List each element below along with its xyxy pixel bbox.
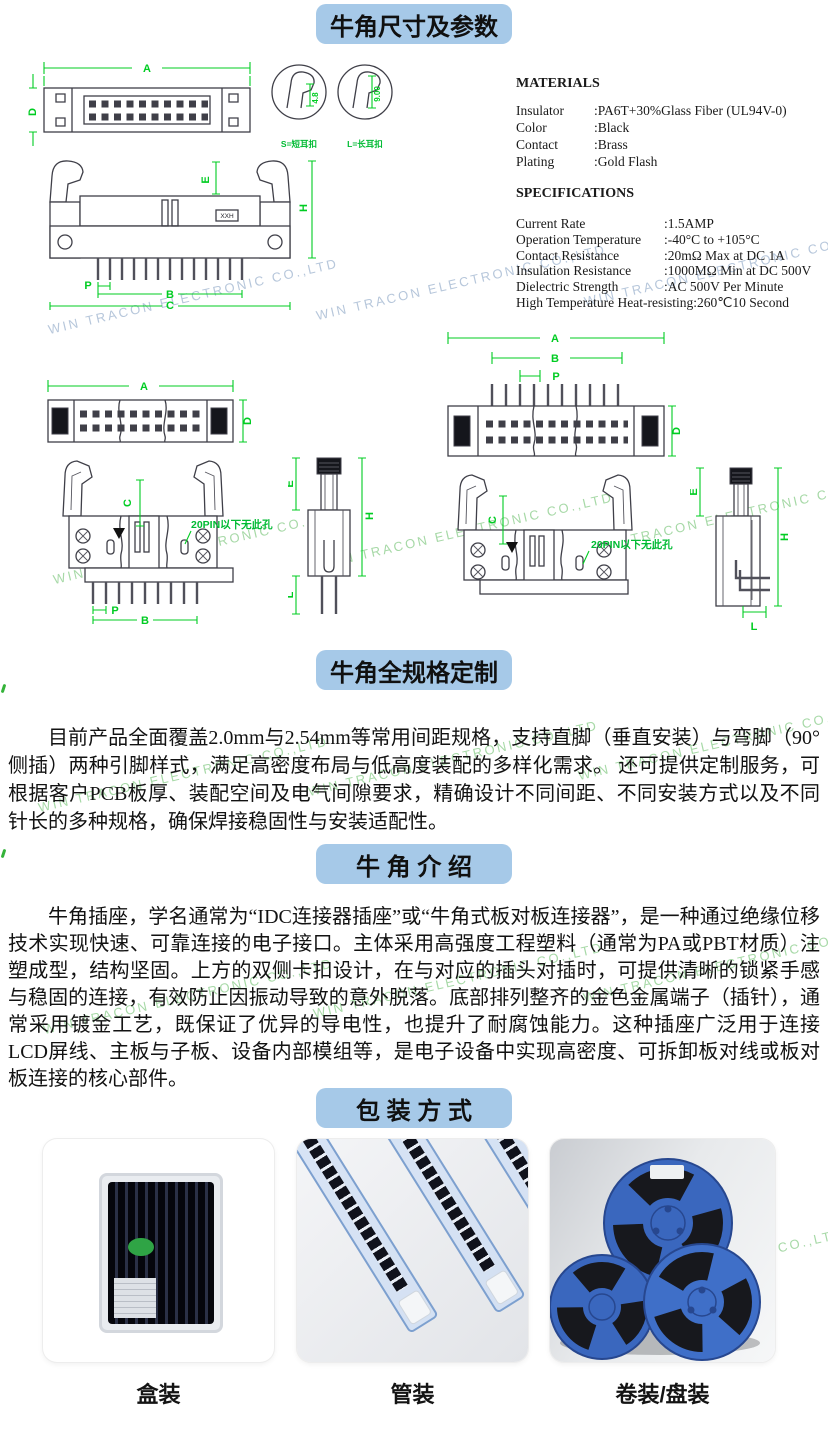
materials-row: Plating:Gold Flash <box>516 154 658 169</box>
packaging-photo-box <box>43 1139 274 1362</box>
dim-label-p: P <box>84 280 91 292</box>
materials-row: Insulator:PA6T+30%Glass Fiber (UL94V-0) <box>516 103 787 118</box>
dim-label-d: D <box>242 417 254 425</box>
drawing-straight-front-view: XXH E H P B C <box>49 160 316 310</box>
banner-label: 牛角全规格定制 <box>330 659 498 687</box>
packaging-photo-tube <box>297 1139 528 1362</box>
dim-label-b: B <box>166 289 174 301</box>
spec-row: Current Rate:1.5AMP <box>516 216 714 231</box>
drawing-right-angle-front-view: C 20PIN以下无此孔 <box>457 474 673 595</box>
dim-label-e: E <box>200 176 212 183</box>
banner-label: 包 装 方 式 <box>355 1097 472 1125</box>
latch-short-caption: S=短耳扣 <box>281 139 317 149</box>
box-packaging-illustration <box>99 1173 223 1333</box>
reel-front-left <box>550 1254 655 1360</box>
dim-label-h: H <box>364 512 376 520</box>
tube-cap <box>484 1269 520 1306</box>
materials-row: Color:Black <box>516 120 630 135</box>
tube-cap <box>397 1289 433 1326</box>
dim-label-d: D <box>671 427 682 435</box>
spec-row: Insulation Resistance:1000MΩ Min at DC 5… <box>516 263 812 279</box>
spec-row: High Temperature Heat-resisting:260℃10 S… <box>516 294 790 310</box>
dim-label-b: B <box>141 615 149 626</box>
materials-row: Contact:Brass <box>516 137 628 152</box>
dim-label-b: B <box>551 353 559 365</box>
drawing-straight-side-view: E H L <box>288 457 376 615</box>
stray-mark <box>0 848 7 859</box>
spec-row: Operation Temperature:-40°C to +105°C <box>516 231 760 247</box>
dim-label-e: E <box>690 488 700 495</box>
dim-label-a: A <box>140 381 148 393</box>
dim-long-latch: 9.00 <box>373 86 382 102</box>
green-sticker <box>128 1238 154 1256</box>
spec-row: Contact Resistance:20mΩ Max at DC 1A <box>516 247 786 263</box>
dim-label-p: P <box>552 371 559 383</box>
dim-label-h: H <box>779 533 791 541</box>
no-hole-note: 20PIN以下无此孔 <box>591 538 673 551</box>
drawing-straight-top-view: A D <box>28 62 251 146</box>
section-banner-custom: 牛角全规格定制 <box>316 650 512 690</box>
custom-paragraph: 目前产品全面覆盖2.0mm与2.54mm等常用间距规格，支持直脚（垂直安装）与弯… <box>8 727 820 833</box>
drawing-right-angle-side-view: E H L <box>690 467 791 633</box>
packaging-caption-reel: 卷装/盘装 <box>615 1382 710 1407</box>
drawing-right-angle-top-view: A B P D <box>447 332 682 457</box>
packaging-caption-tube: 管装 <box>390 1382 435 1407</box>
section-banner-dimensions: 牛角尺寸及参数 <box>316 4 512 44</box>
reel-illustration <box>550 1158 761 1361</box>
latch-long-caption: L=长耳扣 <box>347 139 383 149</box>
banner-label: 牛 角 介 绍 <box>355 853 472 881</box>
specifications-section: SPECIFICATIONS Current Rate:1.5AMP Opera… <box>516 186 811 311</box>
drawing-straight-assembly: A D C 20PIN以下无此孔 P B <box>47 380 273 626</box>
section-banner-intro: 牛 角 介 绍 <box>316 844 512 884</box>
dim-label-l: L <box>751 621 758 633</box>
spec-row: Dielectric Strength:AC 500V Per Minute <box>516 279 784 295</box>
reel-front-right <box>643 1243 761 1361</box>
specifications-title: SPECIFICATIONS <box>516 186 634 201</box>
dim-label-p: P <box>111 605 118 617</box>
dim-label-l: L <box>288 591 296 598</box>
white-label <box>114 1278 156 1318</box>
stray-mark <box>0 683 7 694</box>
dim-label-h: H <box>298 204 310 212</box>
dim-label-d: D <box>28 108 39 116</box>
materials-title: MATERIALS <box>516 76 600 91</box>
intro-paragraph: 牛角插座，学名通常为“IDC连接器插座”或“牛角式板对板连接器”，是一种通过绝缘… <box>8 906 820 1090</box>
dim-label-c: C <box>122 499 134 507</box>
packaging-caption-box: 盒装 <box>136 1382 181 1407</box>
packaging-photo-reel <box>550 1139 775 1362</box>
dim-short-latch: 4.8 <box>311 92 320 104</box>
dim-label-a: A <box>551 333 559 345</box>
part-code-label: XXH <box>220 213 234 220</box>
drawing-latch-detail: 4.8 9.00 S=短耳扣 L=长耳扣 <box>271 64 393 149</box>
dim-label-c: C <box>166 300 174 310</box>
materials-section: MATERIALS Insulator:PA6T+30%Glass Fiber … <box>516 76 787 170</box>
dim-label-c: C <box>487 516 499 524</box>
tube-strip <box>297 1139 409 1293</box>
banner-label: 牛角尺寸及参数 <box>330 13 498 41</box>
no-hole-note: 20PIN以下无此孔 <box>191 518 273 531</box>
dim-label-a: A <box>143 63 151 75</box>
section-banner-packaging: 包 装 方 式 <box>316 1088 512 1128</box>
dim-label-e: E <box>288 480 296 487</box>
